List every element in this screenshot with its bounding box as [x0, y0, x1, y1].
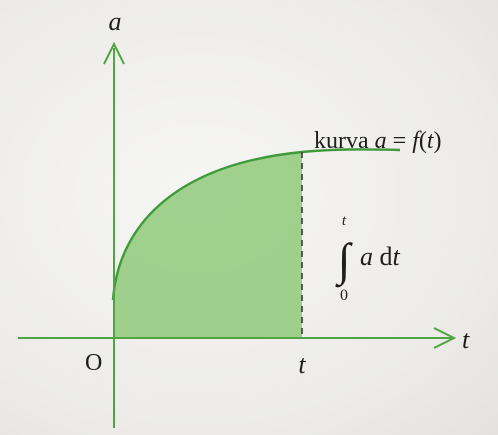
x-axis-arrowhead: [433, 327, 457, 349]
t-tick-label: t: [298, 350, 306, 379]
curve-label-open: (: [419, 128, 427, 154]
integral-symbol: ∫: [335, 234, 353, 288]
integral-expression: t ∫ 0 a dt: [335, 213, 401, 304]
integrand: a dt: [360, 242, 401, 271]
curve-label-close: ): [434, 128, 442, 154]
origin-label: O: [85, 350, 102, 376]
curve-label: kurva a = f(t): [314, 128, 442, 154]
curve-label-equals: =: [387, 128, 413, 154]
integral-upper-limit: t: [342, 213, 347, 229]
integrand-var: a: [360, 242, 373, 271]
curve-label-prefix: kurva: [314, 128, 375, 154]
curve-label-var: a: [375, 128, 387, 154]
y-axis-arrowhead: [103, 41, 125, 65]
x-axis-label: t: [462, 325, 470, 354]
shaded-area: [113, 152, 302, 338]
integrand-d: d: [373, 242, 393, 271]
y-axis-label: a: [109, 7, 122, 36]
curve-label-func: f: [412, 128, 422, 154]
integral-lower-limit: 0: [340, 287, 348, 304]
curve-a-of-t: [111, 148, 401, 301]
integrand-dvar: t: [393, 242, 401, 271]
curve-label-arg: t: [427, 128, 435, 154]
